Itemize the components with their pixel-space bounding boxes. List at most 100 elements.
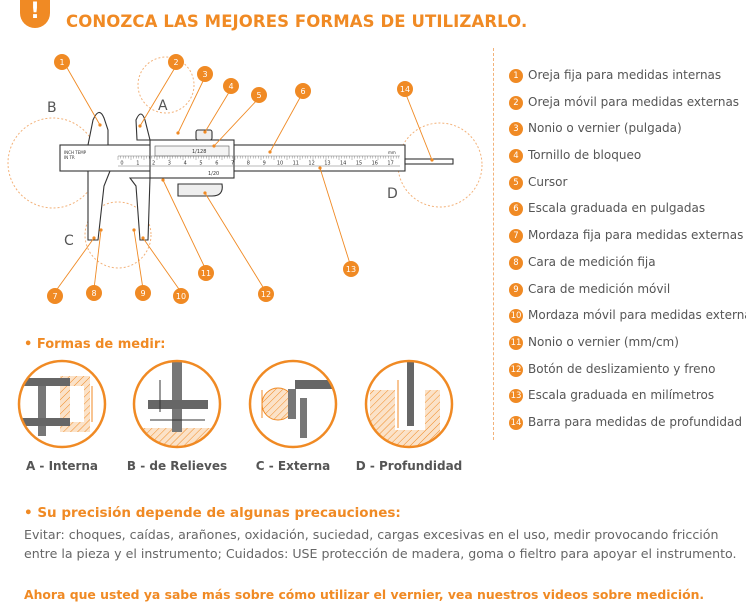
callout-number: 3 <box>202 70 207 79</box>
callout-anchor-dot <box>138 124 142 128</box>
callout-4: 4 <box>223 78 239 94</box>
inch-vernier-unit: 1/128 <box>192 149 206 155</box>
label-a: A <box>158 98 168 114</box>
callout-10: 10 <box>173 288 189 304</box>
label-c: C <box>64 233 74 249</box>
callout-number: 6 <box>300 87 305 96</box>
callout-number: 11 <box>201 269 211 278</box>
legend-number: 11 <box>509 335 523 350</box>
scale-number: 11 <box>293 161 299 167</box>
callout-number: 14 <box>400 85 410 94</box>
legend-text: Cursor <box>528 174 568 189</box>
scale-number: 7 <box>231 161 234 167</box>
forma-d-label: D - Profundidad <box>355 459 463 473</box>
callout-8: 8 <box>86 285 102 301</box>
scale-number: 4 <box>184 161 187 167</box>
scale-number: 5 <box>199 161 202 167</box>
callout-anchor-dot <box>318 166 322 170</box>
callout-number: 2 <box>173 58 178 67</box>
callout-anchor-dot <box>203 130 207 134</box>
callout-anchor-dot <box>430 158 434 162</box>
legend-text: Cara de medición móvil <box>528 281 671 296</box>
scale-number: 17 <box>387 161 393 167</box>
precision-text: Evitar: choques, caídas, arañones, oxida… <box>24 527 737 561</box>
callout-circle <box>47 288 63 304</box>
formas-heading: • Formas de medir: <box>24 337 166 352</box>
legend-number: 10 <box>509 309 523 324</box>
legend-text: Oreja móvil para medidas externas <box>528 94 740 109</box>
scale-number: 0 <box>120 161 123 167</box>
callout-circle <box>343 261 359 277</box>
legend-item: 10 Mordaza móvil para medidas externas <box>509 307 746 334</box>
callout-11: 11 <box>198 265 214 281</box>
callout-circle <box>397 81 413 97</box>
callout-dots <box>92 123 434 240</box>
legend-text: Oreja fija para medidas internas <box>528 68 722 82</box>
callout-3: 3 <box>197 66 213 82</box>
legend-number: 13 <box>509 389 523 404</box>
callout-number: 7 <box>52 292 57 301</box>
callout-9: 9 <box>135 285 151 301</box>
callout-circle <box>295 83 311 99</box>
callout-circle <box>173 288 189 304</box>
scale-number: 12 <box>308 161 314 167</box>
legend-text: Mordaza fija para medidas externas <box>528 228 744 243</box>
callout-number: 13 <box>346 265 356 274</box>
caliper-body <box>59 111 454 241</box>
legend-number: 3 <box>509 122 523 137</box>
callout-7: 7 <box>47 288 63 304</box>
callout-14: 14 <box>397 81 413 97</box>
legend-text: Cara de medición fija <box>528 254 656 269</box>
legend-number: 6 <box>509 202 523 217</box>
legend-number: 1 <box>509 69 523 83</box>
callout-13: 13 <box>343 261 359 277</box>
legend-text: Nonio o vernier (mm/cm) <box>528 334 679 349</box>
callout-circle <box>135 285 151 301</box>
callout-circle <box>223 78 239 94</box>
brand-tag: INCH TEMP <box>64 150 87 155</box>
formas-illustrations <box>17 359 454 449</box>
callout-anchor-dot <box>141 236 145 240</box>
callout-anchor-dot <box>92 236 96 240</box>
scale-number: 2 <box>152 161 155 167</box>
leader-lines <box>54 65 433 293</box>
scale-number: 1 <box>136 161 139 167</box>
footer-cta: Ahora que usted ya sabe más sobre cómo u… <box>24 587 705 602</box>
mm-vernier-unit: 1/20 <box>208 171 219 177</box>
scale-number: 13 <box>324 161 330 167</box>
callout-anchor-dot <box>212 144 216 148</box>
scale-ticks <box>117 156 399 160</box>
callout-circle <box>258 286 274 302</box>
callout-5: 5 <box>251 87 267 103</box>
legend-text: Escala graduada en milímetros <box>528 388 715 403</box>
callout-circle <box>198 265 214 281</box>
callout-number: 9 <box>140 289 145 298</box>
legend-item: 1 Oreja fija para medidas internas <box>509 67 745 94</box>
callout-number: 5 <box>256 91 261 100</box>
callout-number: 12 <box>261 290 271 299</box>
callout-circle <box>86 285 102 301</box>
callout-12: 12 <box>258 286 274 302</box>
callout-number: 4 <box>228 82 233 91</box>
legend-number: 4 <box>509 149 523 164</box>
divider <box>493 48 494 440</box>
callout-number: 1 <box>59 58 64 67</box>
legend-text: Escala graduada en pulgadas <box>528 201 706 216</box>
legend-text: Mordaza móvil para medidas externas <box>528 308 746 323</box>
zoom-circle-d <box>397 122 483 208</box>
scale-number: 16 <box>372 161 378 167</box>
forma-a-label: A - Interna <box>25 459 99 473</box>
legend-item: 6 Escala graduada en pulgadas <box>509 200 745 227</box>
callout-circle <box>168 54 184 70</box>
scale-number: 8 <box>247 161 250 167</box>
